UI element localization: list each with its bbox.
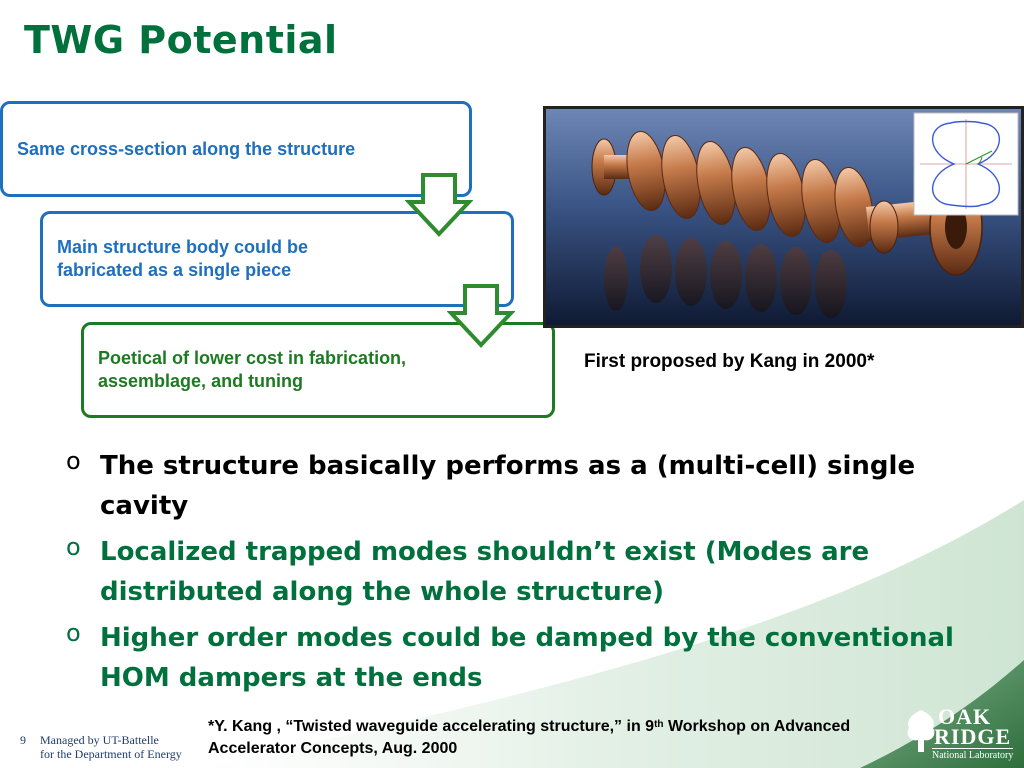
logo-subtitle: National Laboratory bbox=[932, 748, 1014, 761]
reference-text-1: *Y. Kang , “Twisted waveguide accelerati… bbox=[208, 718, 655, 735]
flow-box-1: Same cross-section along the structure bbox=[0, 101, 472, 197]
hollow-circle-bullet-icon: o bbox=[66, 619, 81, 647]
down-arrow-icon bbox=[405, 173, 473, 237]
reference-superscript: th bbox=[654, 719, 664, 730]
hollow-circle-bullet-icon: o bbox=[66, 533, 81, 561]
oak-ridge-tree-logo-icon bbox=[907, 710, 935, 752]
bullet-text: Higher order modes could be damped by th… bbox=[100, 623, 954, 693]
logo-word-oak: OAK bbox=[938, 704, 992, 729]
logo-word-ridge: RIDGE bbox=[934, 724, 1012, 749]
flow-box-3-text: Poetical of lower cost in fabrication, a… bbox=[98, 348, 407, 391]
flow-box-1-text: Same cross-section along the structure bbox=[17, 138, 356, 159]
image-caption: First proposed by Kang in 2000* bbox=[584, 351, 875, 372]
managed-by-line-2: for the Department of Energy bbox=[40, 747, 182, 761]
page-number: 9 bbox=[20, 733, 26, 747]
bullet-list: o The structure basically performs as a … bbox=[66, 446, 986, 704]
bullet-text: Localized trapped modes shouldn’t exist … bbox=[100, 537, 870, 607]
reference-citation: *Y. Kang , “Twisted waveguide accelerati… bbox=[208, 716, 908, 760]
managed-by-line-1: Managed by UT-Battelle bbox=[40, 733, 159, 747]
flow-box-3: Poetical of lower cost in fabrication, a… bbox=[81, 322, 555, 418]
oak-ridge-logo: OAK RIDGE National Laboratory bbox=[904, 704, 1016, 762]
bullet-item: o The structure basically performs as a … bbox=[66, 446, 986, 526]
bullet-text: The structure basically performs as a (m… bbox=[100, 451, 916, 521]
flow-box-2-text: Main structure body could be fabricated … bbox=[57, 237, 309, 280]
twisted-waveguide-image bbox=[543, 106, 1024, 328]
down-arrow-icon bbox=[447, 284, 515, 348]
reference-text-2: Workshop on Advanced Accelerator Concept… bbox=[208, 718, 851, 757]
bullet-item: o Localized trapped modes shouldn’t exis… bbox=[66, 532, 986, 612]
twisted-waveguide-render bbox=[546, 109, 1021, 325]
bullet-item: o Higher order modes could be damped by … bbox=[66, 618, 986, 698]
flow-box-2: Main structure body could be fabricated … bbox=[40, 211, 514, 307]
slide-title: TWG Potential bbox=[24, 18, 338, 62]
hollow-circle-bullet-icon: o bbox=[66, 447, 81, 475]
